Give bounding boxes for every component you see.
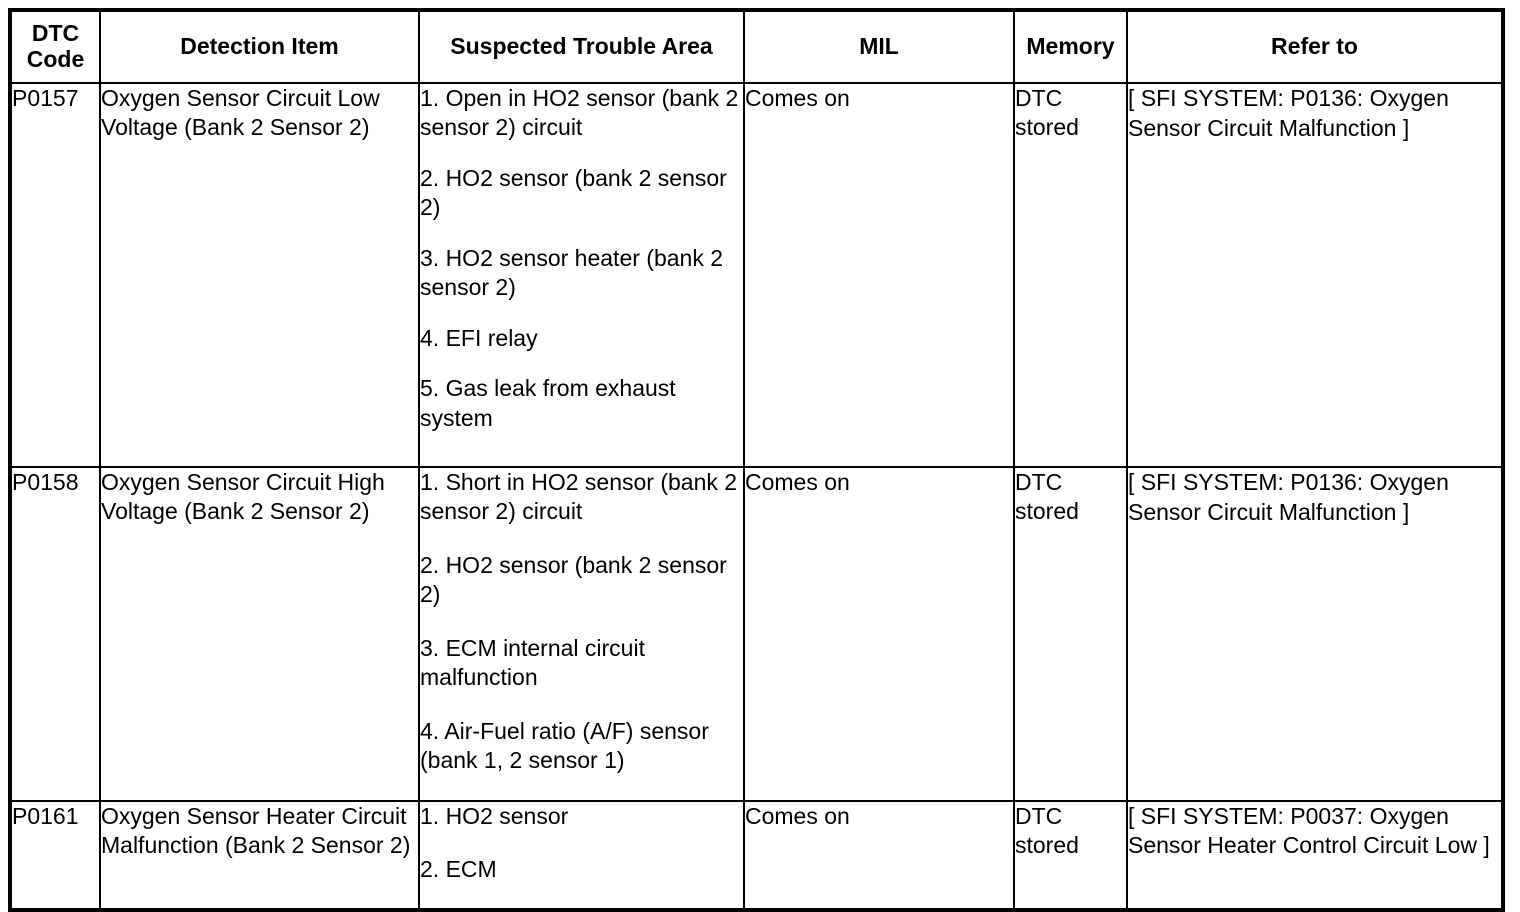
trouble-area-item: 3. ECM internal circuit malfunction	[420, 634, 645, 691]
trouble-area-item: 4. EFI relay	[420, 324, 538, 351]
trouble-area-item: 5. Gas leak from exhaust system	[420, 375, 676, 431]
trouble-area-item: 1. Short in HO2 sensor (bank 2 sensor 2)…	[420, 469, 738, 525]
cell-dtc-code: P0158	[9, 466, 101, 802]
cell-memory: DTC stored	[1013, 799, 1128, 912]
trouble-area-list: 1. Open in HO2 sensor (bank 2 sensor 2) …	[420, 84, 743, 433]
cell-mil: Comes on	[743, 466, 1015, 802]
trouble-area-list: 1. Short in HO2 sensor (bank 2 sensor 2)…	[420, 468, 743, 776]
table-row: P0161 Oxygen Sensor Heater Circuit Malfu…	[9, 799, 1504, 912]
cell-dtc-code: P0161	[9, 799, 101, 912]
table-row: P0158 Oxygen Sensor Circuit High Voltage…	[9, 466, 1504, 802]
table-header-row: DTC Code Detection Item Suspected Troubl…	[9, 9, 1504, 84]
column-header-dtc-code-line1: DTC	[31, 20, 80, 47]
cell-suspected-trouble-area: 1. HO2 sensor 2. ECM	[418, 799, 745, 912]
table-row: P0157 Oxygen Sensor Circuit Low Voltage …	[9, 82, 1504, 468]
column-header-refer-to: Refer to	[1126, 9, 1504, 84]
cell-refer-to: [ SFI SYSTEM: P0136: Oxygen Sensor Circu…	[1126, 82, 1504, 468]
cell-detection-item: Oxygen Sensor Circuit High Voltage (Bank…	[99, 466, 420, 802]
cell-refer-to: [ SFI SYSTEM: P0136: Oxygen Sensor Circu…	[1126, 466, 1504, 802]
dtc-diagnostic-table: DTC Code Detection Item Suspected Troubl…	[8, 8, 1505, 912]
cell-detection-item: Oxygen Sensor Heater Circuit Malfunction…	[99, 799, 420, 912]
trouble-area-item: 1. HO2 sensor	[420, 802, 569, 829]
cell-suspected-trouble-area: 1. Open in HO2 sensor (bank 2 sensor 2) …	[418, 82, 745, 468]
cell-detection-item: Oxygen Sensor Circuit Low Voltage (Bank …	[99, 82, 420, 468]
trouble-area-item: 2. HO2 sensor (bank 2 sensor 2)	[420, 551, 727, 608]
column-header-memory: Memory	[1013, 9, 1128, 84]
trouble-area-list: 1. HO2 sensor 2. ECM	[420, 802, 743, 885]
detection-item-text: Oxygen Sensor Circuit Low Voltage (Bank …	[101, 85, 380, 141]
detection-item-text: Oxygen Sensor Heater Circuit Malfunction…	[101, 802, 411, 858]
column-header-detection-item: Detection Item	[99, 9, 420, 84]
column-header-dtc-code: DTC Code	[9, 9, 101, 84]
table-body: P0157 Oxygen Sensor Circuit Low Voltage …	[9, 82, 1504, 912]
trouble-area-item: 2. HO2 sensor (bank 2 sensor 2)	[420, 164, 727, 221]
cell-mil: Comes on	[743, 82, 1015, 468]
cell-memory: DTC stored	[1013, 466, 1128, 802]
cell-mil: Comes on	[743, 799, 1015, 912]
trouble-area-item: 3. HO2 sensor heater (bank 2 sensor 2)	[420, 244, 723, 301]
detection-item-text: Oxygen Sensor Circuit High Voltage (Bank…	[101, 469, 385, 525]
column-header-mil: MIL	[743, 9, 1015, 84]
trouble-area-item: 1. Open in HO2 sensor (bank 2 sensor 2) …	[420, 85, 739, 141]
column-header-dtc-code-line2: Code	[26, 46, 85, 72]
column-header-suspected-trouble-area: Suspected Trouble Area	[418, 9, 745, 84]
trouble-area-item: 2. ECM	[420, 855, 497, 882]
cell-memory: DTC stored	[1013, 82, 1128, 468]
cell-dtc-code: P0157	[9, 82, 101, 468]
cell-suspected-trouble-area: 1. Short in HO2 sensor (bank 2 sensor 2)…	[418, 466, 745, 802]
cell-refer-to: [ SFI SYSTEM: P0037: Oxygen Sensor Heate…	[1126, 799, 1504, 912]
trouble-area-item: 4. Air-Fuel ratio (A/F) sensor (bank 1, …	[420, 717, 709, 774]
